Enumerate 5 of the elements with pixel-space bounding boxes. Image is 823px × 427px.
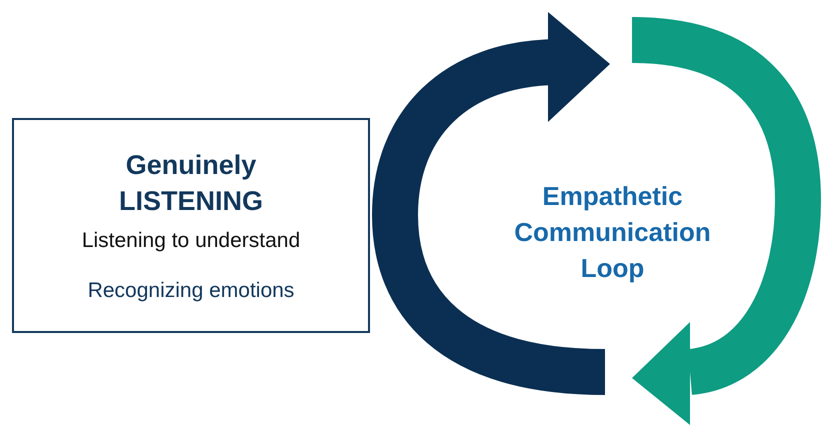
heading: Genuinely LISTENING: [118, 148, 264, 218]
body-text: Listening to understand: [82, 228, 300, 254]
text-box: [12, 118, 370, 333]
center-label: Empathetic Communication Loop: [513, 180, 712, 285]
body-text: Recognizing emotions: [88, 278, 294, 304]
